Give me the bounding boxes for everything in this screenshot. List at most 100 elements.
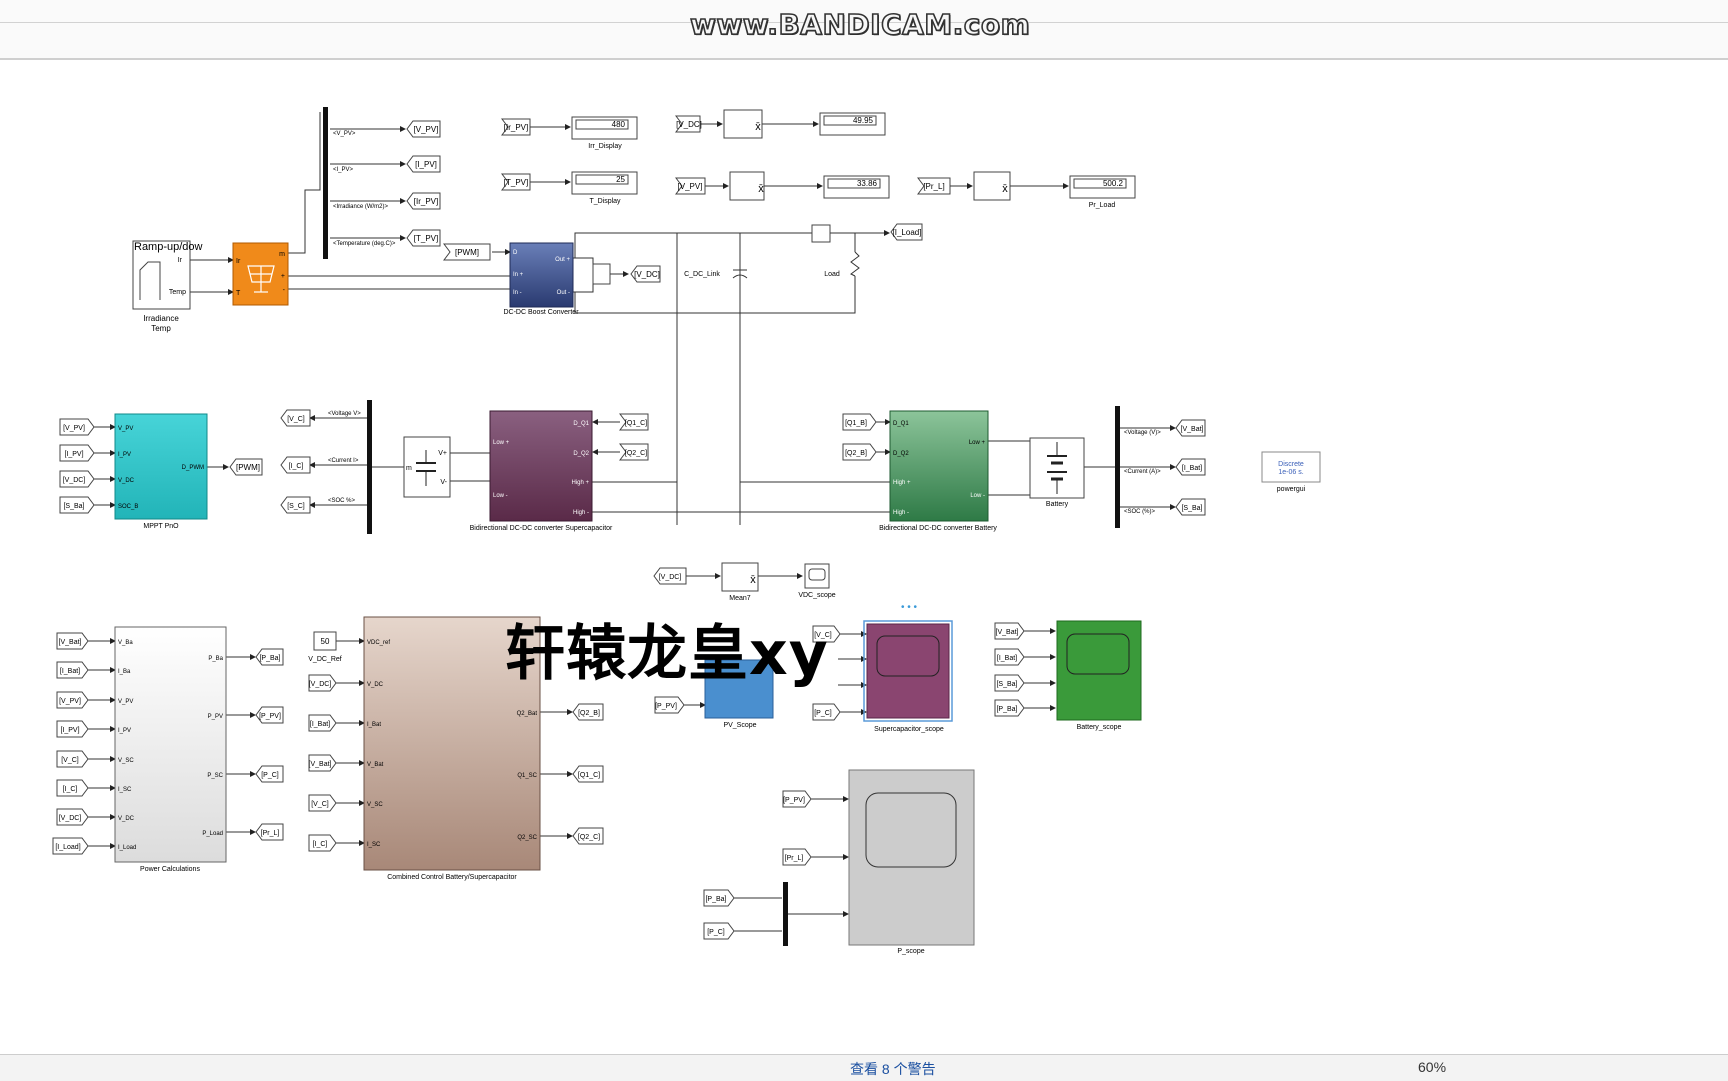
display-vpv-value: 33.86 (857, 179, 878, 188)
sc-goto-vc: [V_C] (287, 416, 305, 423)
cc-in-ibat: [I_Bat] (310, 721, 330, 728)
sc-bus-current: <Current I> (328, 458, 359, 464)
ps-from-tags[interactable] (703, 790, 812, 940)
scc-port-highn: High - (573, 510, 589, 516)
mppt-in-vdc: [V_DC] (63, 477, 86, 484)
powergui-block[interactable] (1261, 451, 1321, 483)
pc-from-tags[interactable] (52, 632, 89, 855)
dc-link-capacitor-icon[interactable] (732, 269, 748, 279)
sc-bus-selector[interactable] (367, 400, 372, 534)
cc-port-vbat: V_Bat (367, 762, 384, 768)
simulink-model-canvas[interactable]: Ramp-up/dow Ir Temp Irradiance Temp Ir T… (0, 60, 1728, 1052)
bc-port-lowp: Low + (969, 440, 986, 446)
pc-goto-tags[interactable] (255, 648, 284, 841)
pv-goto-tags[interactable] (406, 120, 441, 247)
goto-iload-tag[interactable] (890, 223, 923, 241)
bs-in-ibat: [I_Bat] (997, 655, 1017, 662)
pc-out-pba: P_Ba (208, 656, 223, 662)
scc-port-highp: High + (571, 480, 589, 486)
current-measurement-block[interactable] (811, 224, 831, 243)
ramp-title: Ramp-up/dow (134, 241, 203, 253)
p-mux[interactable] (783, 882, 788, 946)
scc-from-q1c: [Q1_C] (625, 420, 647, 427)
cc-from-tags[interactable] (308, 674, 337, 852)
dc-dc-boost-converter[interactable] (509, 242, 574, 308)
powergui-caption: powergui (1277, 486, 1306, 493)
warnings-link[interactable]: 查看 8 个警告 (850, 1061, 936, 1077)
cc-port-vsc: V_SC (367, 802, 383, 808)
goto-vdc-tag[interactable] (630, 265, 661, 283)
pc-goto-pba: [P_Ba] (259, 655, 280, 662)
power-calculations-block[interactable] (114, 626, 227, 863)
scope-screen-icon (865, 792, 957, 868)
ramp-port-temp: Temp (169, 289, 186, 296)
pc-in-vpv: [V_PV] (59, 698, 81, 705)
scope-icon (808, 568, 826, 581)
pvs-from-tag[interactable] (654, 696, 685, 714)
ramp-up-down-block[interactable] (132, 240, 191, 310)
scc-from-tags[interactable] (619, 413, 649, 461)
voltage-measurement-block[interactable] (592, 263, 611, 285)
pc-in-vdc: [V_DC] (59, 815, 82, 822)
pv-bus-selector[interactable] (323, 107, 328, 259)
top-divider (0, 22, 1728, 23)
supercapacitor-scope-block[interactable] (866, 623, 950, 719)
pv-scope-block[interactable] (704, 659, 774, 719)
cc-goto-tags[interactable] (572, 703, 604, 845)
scs-from-tags[interactable] (812, 625, 841, 721)
pv-array-block[interactable] (232, 242, 289, 306)
pc-out-pload: P_Load (202, 831, 223, 837)
bs-in-sba: [S_Ba] (996, 681, 1017, 688)
goto-irpv: [Ir_PV] (414, 197, 438, 206)
mean-blocks[interactable] (721, 109, 1011, 592)
status-bar: 查看 8 个警告 60% (0, 1054, 1728, 1081)
display-blocks[interactable] (571, 112, 1136, 199)
mppt-caption: MPPT PnO (143, 523, 179, 530)
pc-port-iload: I_Load (118, 845, 136, 851)
supercapacitor-block[interactable] (403, 436, 451, 498)
bidirectional-converter-battery[interactable] (889, 410, 989, 522)
mppt-pno-block[interactable] (114, 413, 208, 520)
pv-port-m: m (279, 251, 285, 258)
pv-port-plus: + (281, 273, 285, 280)
goto-vdc: [V_DC] (634, 270, 660, 279)
bs-in-pba: [P_Ba] (996, 706, 1017, 713)
sc-port-vminus: V- (440, 479, 447, 486)
simulink-diagram[interactable]: Ramp-up/dow Ir Temp Irradiance Temp Ir T… (0, 60, 1728, 1052)
bat-goto-sba: [S_Ba] (1181, 505, 1202, 512)
pc-in-vbat: [V_Bat] (59, 639, 82, 646)
p-scope-block[interactable] (848, 769, 975, 946)
bc-from-tags[interactable] (842, 413, 877, 461)
sc-goto-tags[interactable] (280, 409, 311, 514)
cc-goto-q1c: [Q1_C] (578, 772, 600, 779)
from-tags[interactable] (443, 115, 951, 261)
bs-from-tags[interactable] (994, 622, 1025, 717)
cc-goto-q2b: [Q2_B] (578, 710, 600, 717)
goto-pwm-tag[interactable] (229, 458, 263, 476)
pc-goto-pc: [P_C] (261, 772, 279, 779)
from-pwm: [PWM] (455, 248, 479, 257)
bidirectional-converter-supercapacitor[interactable] (489, 410, 593, 522)
display-prl-caption: Pr_Load (1089, 202, 1116, 209)
combined-control-block[interactable] (363, 616, 541, 871)
bat-goto-ibat: [I_Bat] (1182, 465, 1202, 472)
vdc-ref-constant[interactable] (313, 631, 337, 651)
load-resistor-icon[interactable] (850, 251, 860, 277)
scc-caption: Bidirectional DC-DC converter Supercapac… (470, 525, 613, 532)
zoom-level[interactable]: 60% (1418, 1059, 1447, 1075)
powergui-mode: Discrete (1278, 461, 1304, 468)
battery-bus-selector[interactable] (1115, 406, 1120, 528)
pc-caption: Power Calculations (140, 866, 200, 873)
battery-scope-block[interactable] (1056, 620, 1142, 721)
mppt-from-tags[interactable] (59, 418, 95, 514)
cc-caption: Combined Control Battery/Supercapacitor (387, 874, 517, 881)
from-vdc-3-tag[interactable] (653, 567, 687, 585)
mean-x-bar-icons: x̄x̄x̄x̄ (750, 121, 1008, 586)
mppt-port-socb: SOC_B (118, 504, 138, 510)
svg-text:x̄: x̄ (750, 574, 756, 586)
ramp-port-ir: Ir (178, 257, 183, 264)
from-tpv: [T_PV] (504, 178, 528, 187)
scope-screen-icon (876, 635, 940, 677)
bat-goto-tags[interactable] (1175, 419, 1206, 516)
from-prl: [Pr_L] (923, 182, 944, 191)
